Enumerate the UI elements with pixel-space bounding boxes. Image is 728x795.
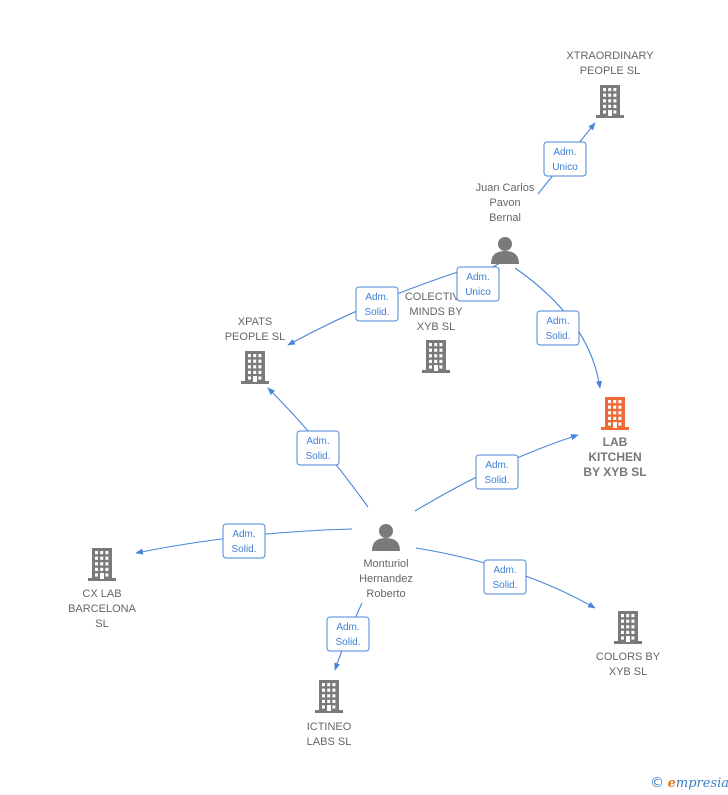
- role-badge-box: [355, 286, 399, 322]
- role-badge-text: Adm.: [553, 147, 576, 158]
- node-label: BY XYB SL: [583, 465, 646, 479]
- node-label: LABS SL: [307, 736, 352, 748]
- role-badge-text: Adm.: [336, 622, 359, 633]
- node-label: XTRAORDINARY: [566, 50, 654, 62]
- role-badge[interactable]: Adm. Solid.: [326, 616, 370, 652]
- node-label: ICTINEO: [307, 721, 352, 733]
- building-icon: [596, 85, 624, 118]
- node-label: COLECTIVE: [405, 291, 467, 303]
- company-node-ictineo[interactable]: ICTINEO LABS SL: [307, 680, 352, 748]
- role-badge-text: Solid.: [335, 637, 360, 648]
- building-icon: [241, 351, 269, 384]
- node-label: SL: [95, 618, 108, 630]
- role-badge-box: [483, 559, 527, 595]
- building-icon: [422, 340, 450, 373]
- person-icon: [372, 524, 400, 551]
- role-badge[interactable]: Adm. Solid.: [536, 310, 580, 346]
- empresia-brand: © empresia: [650, 775, 728, 791]
- building-icon: [88, 548, 116, 581]
- role-badge-text: Solid.: [231, 544, 256, 555]
- company-node-collective[interactable]: COLECTIVE MINDS BY XYB SL: [405, 291, 467, 373]
- role-badge-text: Solid.: [545, 331, 570, 342]
- role-badge[interactable]: Adm. Solid.: [483, 559, 527, 595]
- node-label: Roberto: [366, 588, 405, 600]
- node-label: XYB SL: [417, 321, 456, 333]
- person-icon: [491, 237, 519, 264]
- role-badge-text: Solid.: [484, 475, 509, 486]
- node-label: KITCHEN: [588, 450, 641, 464]
- node-label: LAB: [603, 435, 628, 449]
- role-badge-text: Adm.: [232, 529, 255, 540]
- brand-name: mpresia: [675, 776, 728, 791]
- node-label: Juan Carlos: [476, 182, 535, 194]
- node-label: XYB SL: [609, 666, 648, 678]
- copyright-icon: ©: [650, 775, 664, 791]
- node-label: Pavon: [489, 197, 520, 209]
- role-badge[interactable]: Adm. Solid.: [475, 454, 519, 490]
- role-badge-box: [475, 454, 519, 490]
- role-badge-text: Adm.: [466, 272, 489, 283]
- role-badge-box: [326, 616, 370, 652]
- role-badge-text: Adm.: [493, 565, 516, 576]
- building-icon: [601, 397, 629, 430]
- node-label: CX LAB: [82, 588, 121, 600]
- node-label: PEOPLE SL: [225, 331, 286, 343]
- company-node-xpats[interactable]: XPATS PEOPLE SL: [225, 316, 286, 384]
- node-label: XPATS: [238, 316, 272, 328]
- company-node-xtraordinary[interactable]: XTRAORDINARY PEOPLE SL: [566, 50, 654, 118]
- role-badge[interactable]: Adm. Unico: [543, 141, 587, 177]
- role-badge-text: Adm.: [365, 292, 388, 303]
- role-badge-text: Solid.: [492, 580, 517, 591]
- role-badge[interactable]: Adm. Solid.: [355, 286, 399, 322]
- role-badge-text: Adm.: [546, 316, 569, 327]
- node-label: BARCELONA: [68, 603, 137, 615]
- company-node-cxlab[interactable]: CX LAB BARCELONA SL: [68, 548, 137, 630]
- role-badge-text: Solid.: [305, 451, 330, 462]
- role-badge-box: [543, 141, 587, 177]
- building-icon: [614, 611, 642, 644]
- role-badge-text: Unico: [552, 162, 578, 173]
- node-label: MINDS BY: [409, 306, 463, 318]
- node-label: Bernal: [489, 212, 521, 224]
- role-badge-text: Solid.: [364, 307, 389, 318]
- building-icon: [315, 680, 343, 713]
- role-badge-box: [296, 430, 340, 466]
- role-badge[interactable]: Adm. Solid.: [222, 523, 266, 559]
- role-badge-text: Adm.: [485, 460, 508, 471]
- company-node-colors[interactable]: COLORS BY XYB SL: [596, 611, 661, 678]
- node-label: PEOPLE SL: [580, 65, 641, 77]
- role-badge-box: [222, 523, 266, 559]
- node-label: Monturiol: [363, 558, 408, 570]
- role-badge-box: [456, 266, 500, 302]
- role-badge[interactable]: Adm. Unico: [456, 266, 500, 302]
- role-badge-text: Unico: [465, 287, 491, 298]
- node-label: COLORS BY: [596, 651, 661, 663]
- role-badge[interactable]: Adm. Solid.: [296, 430, 340, 466]
- role-badge-text: Adm.: [306, 436, 329, 447]
- brand-initial: e: [667, 776, 676, 791]
- role-badge-box: [536, 310, 580, 346]
- node-label: Hernandez: [359, 573, 413, 585]
